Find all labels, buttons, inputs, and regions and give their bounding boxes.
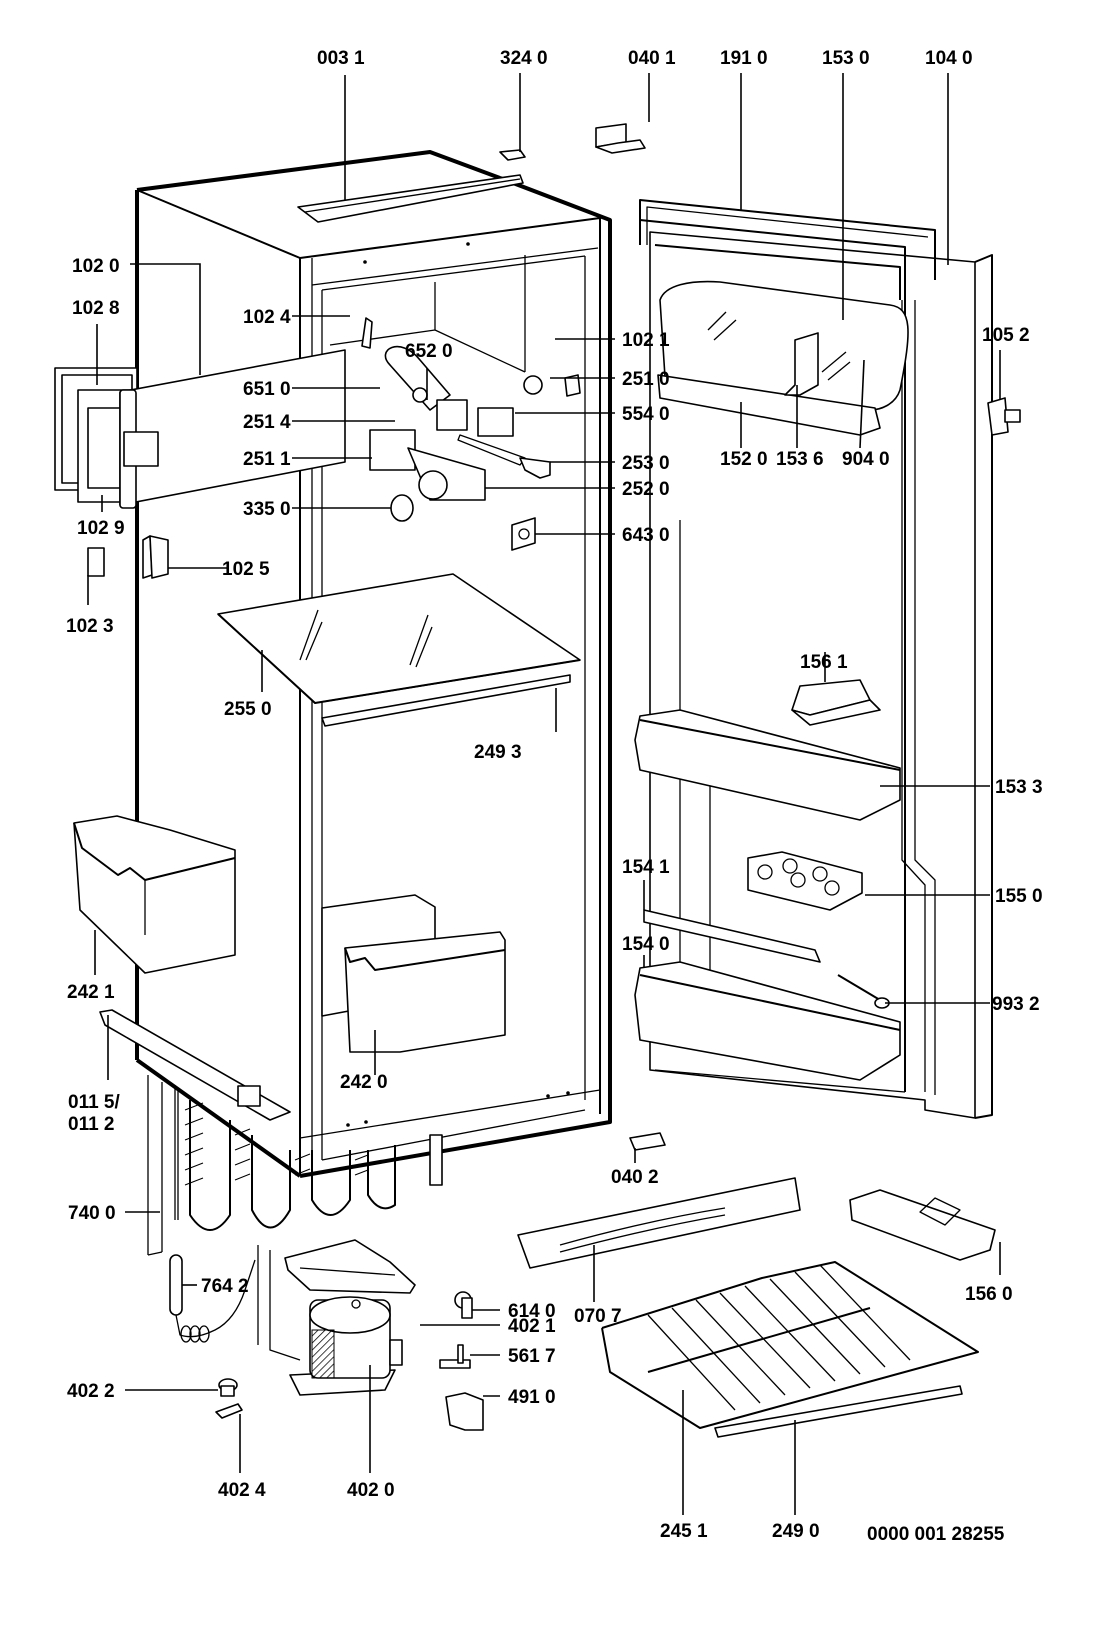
label-614-0: 614 0 [508,1301,556,1322]
label-105-2: 105 2 [982,325,1030,346]
part-overload-561 [439,1344,471,1369]
part-clip-402-4 [215,1403,243,1419]
label-249-3: 249 3 [474,742,522,763]
label-402-4: 402 4 [218,1480,266,1501]
label-251-0: 251 0 [622,369,670,390]
label-255-0: 255 0 [224,699,272,720]
label-153-6: 153 6 [776,449,824,470]
label-102-0: 102 0 [72,256,120,277]
part-relay-614 [454,1291,473,1319]
leader-lines [87,73,1001,1515]
condenser-fins [184,1102,369,1186]
label-102-3: 102 3 [66,616,114,637]
label-191-0: 191 0 [720,48,768,69]
part-egg-tray-155-0 [747,851,863,911]
label-152-0: 152 0 [720,449,768,470]
label-070-7: 070 7 [574,1306,622,1327]
part-compressor [289,1296,403,1396]
label-102-4: 102 4 [243,307,291,328]
part-bottle-rack-154-1 [643,909,821,963]
label-993-2: 993 2 [992,994,1040,1015]
label-154-1: 154 1 [622,857,670,878]
label-156-1: 156 1 [800,652,848,673]
label-554-0: 554 0 [622,404,670,425]
label-643-0: 643 0 [622,525,670,546]
label-156-0: 156 0 [965,1284,1013,1305]
label-102-5: 102 5 [222,559,270,580]
part-crisper-242-1 [73,815,236,974]
label-104-0: 104 0 [925,48,973,69]
part-shelf-trim-249-0 [714,1385,963,1438]
label-561-7: 561 7 [508,1346,556,1367]
label-155-0: 155 0 [995,886,1043,907]
label-011-5: 011 5/ [68,1092,120,1113]
part-shelf-trim [321,674,571,727]
part-top-trim [297,174,524,223]
part-butter-dish-156-1 [791,679,881,726]
part-door-bin-153-3 [634,709,901,821]
label-249-0: 249 0 [772,1521,820,1542]
label-764-2: 764 2 [201,1276,249,1297]
label-102-8: 102 8 [72,298,120,319]
label-253-0: 253 0 [622,453,670,474]
door-panel [639,219,993,1119]
label-245-1: 245 1 [660,1521,708,1542]
label-011-2: 011 2 [68,1114,115,1135]
label-251-4: 251 4 [243,412,291,433]
part-compressor-tray [257,1239,416,1361]
part-ice-tray [849,1189,996,1261]
label-740-0: 740 0 [68,1203,116,1224]
label-402-0: 402 0 [347,1480,395,1501]
label-102-1: 102 1 [622,330,670,351]
part-cover-491 [445,1392,484,1431]
part-cover-strip [517,1177,801,1269]
part-drier [169,1254,256,1343]
part-door-compartment [654,244,909,436]
label-242-1: 242 1 [67,982,115,1003]
control-components [361,317,581,551]
label-252-0: 252 0 [622,479,670,500]
part-wire-shelf [601,1261,979,1429]
label-003-1: 003 1 [317,48,365,69]
label-491-0: 491 0 [508,1387,556,1408]
label-335-0: 335 0 [243,499,291,520]
label-102-9: 102 9 [77,518,125,539]
part-glass-shelf [217,573,581,704]
label-242-0: 242 0 [340,1072,388,1093]
label-652-0: 652 0 [405,341,453,362]
label-402-2: 402 2 [67,1381,115,1402]
label-251-1: 251 1 [243,449,291,470]
part-latch [987,397,1021,436]
part-bracket-top [595,123,646,154]
part-bracket-bottom [629,1132,666,1151]
part-grommet-402-2 [218,1378,238,1397]
drawing-number: 0000 001 28255 [867,1524,1005,1545]
freezer-flap-assembly [54,349,346,509]
label-651-0: 651 0 [243,379,291,400]
part-bottom-trim [99,1009,291,1121]
label-040-2: 040 2 [611,1167,659,1188]
label-324-0: 324 0 [500,48,548,69]
part-door-bin-154-0 [634,961,901,1081]
part-corner-102-5 [142,535,169,579]
label-040-1: 040 1 [628,48,676,69]
label-153-0: 153 0 [822,48,870,69]
label-154-0: 154 0 [622,934,670,955]
part-clip-324 [499,149,526,161]
part-door-gasket [639,199,936,280]
part-hinge-102-3 [87,547,105,577]
part-labels: 003 1 324 0 040 1 191 0 153 0 104 0 102 … [66,48,1043,1545]
label-904-0: 904 0 [842,449,890,470]
condenser-coil [147,1075,443,1256]
part-crisper-242-0 [321,894,506,1053]
label-153-3: 153 3 [995,777,1043,798]
label-402-1: 402 1 [508,1316,556,1337]
